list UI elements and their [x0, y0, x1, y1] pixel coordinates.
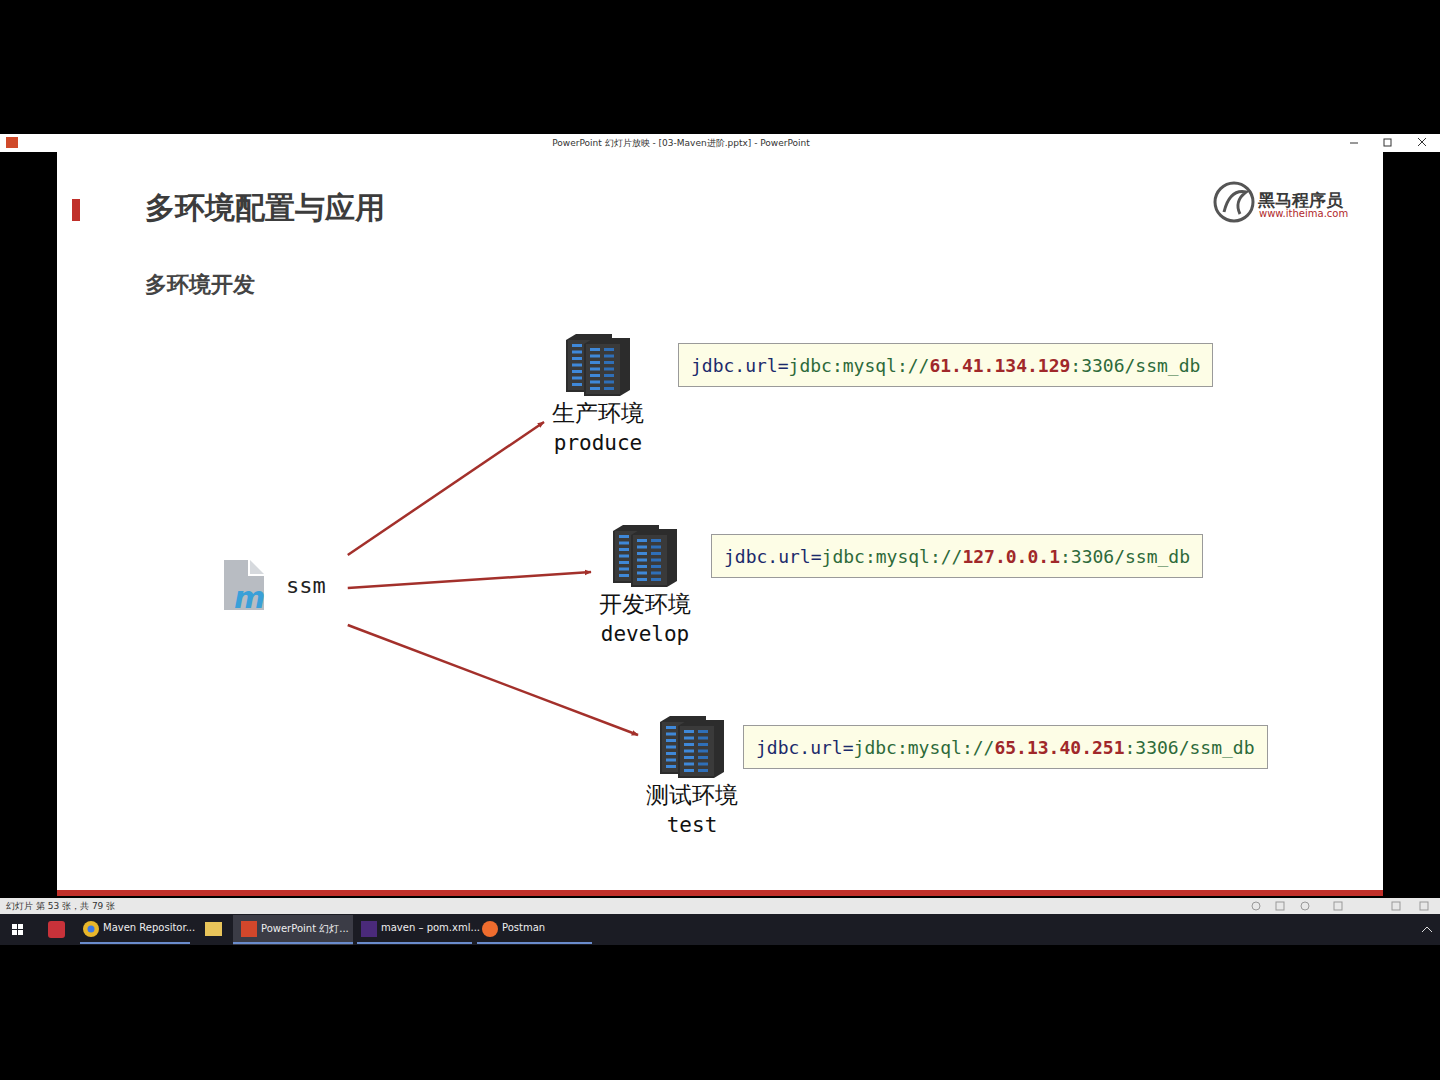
nav-icons — [1252, 902, 1428, 910]
config-box: jdbc.url=jdbc:mysql://61.41.134.129:3306… — [678, 343, 1213, 387]
server-icon — [611, 521, 679, 589]
env-name: 开发环境 — [599, 589, 691, 619]
task-label: Postman — [502, 922, 545, 933]
project-name: ssm — [286, 573, 326, 598]
task-label: Maven Repositor... — [103, 922, 195, 933]
env-name: 测试环境 — [646, 780, 738, 810]
deploy-arrow — [348, 625, 638, 735]
task-label: PowerPoint 幻灯... — [261, 922, 349, 936]
config-text: :3306/ssm_db — [1060, 546, 1190, 567]
logo-url: www.itheima.com — [1259, 208, 1348, 219]
close-glyph — [1418, 138, 1426, 146]
restore-glyph — [1384, 139, 1391, 146]
config-text: jdbc:mysql:// — [822, 546, 963, 567]
window-title: PowerPoint 幻灯片放映 - [03-Maven进阶.pptx] - P… — [552, 137, 810, 150]
env-id: produce — [554, 428, 643, 458]
title-mark — [72, 199, 80, 221]
config-text: 61.41.134.129 — [929, 355, 1070, 376]
server-node: 开发环境develop — [593, 521, 697, 653]
task-label: maven – pom.xml... — [381, 922, 480, 933]
config-text: jdbc:mysql:// — [854, 737, 995, 758]
folder-icon — [205, 922, 222, 936]
deploy-arrow — [348, 572, 591, 588]
config-text: jdbc.url= — [691, 355, 789, 376]
config-text: :3306/ssm_db — [1124, 737, 1254, 758]
powerpoint-icon — [241, 921, 257, 937]
project-node: mssm — [216, 548, 348, 622]
logo-mark — [1215, 183, 1253, 221]
taskbar — [0, 914, 1440, 945]
slide-title: 多环境配置与应用 — [145, 188, 385, 229]
config-text: jdbc.url= — [724, 546, 822, 567]
minimize-glyph — [1350, 143, 1358, 144]
config-text: :3306/ssm_db — [1070, 355, 1200, 376]
maven-icon: m — [220, 556, 270, 614]
chrome-icon — [83, 921, 99, 937]
slide-footer-bar — [57, 890, 1383, 896]
status-bar — [0, 898, 1440, 914]
taskbar-icon — [48, 921, 65, 938]
config-box: jdbc.url=jdbc:mysql://127.0.0.1:3306/ssm… — [711, 534, 1203, 578]
config-text: 65.13.40.251 — [994, 737, 1124, 758]
config-box: jdbc.url=jdbc:mysql://65.13.40.251:3306/… — [743, 725, 1268, 769]
tray-chevron — [1422, 927, 1432, 932]
env-id: test — [667, 810, 718, 840]
title-bar — [0, 134, 1440, 152]
svg-text:m: m — [234, 580, 265, 614]
idea-icon — [361, 921, 377, 937]
config-text: 127.0.0.1 — [962, 546, 1060, 567]
slide-ground — [57, 152, 1383, 890]
config-text: jdbc.url= — [756, 737, 854, 758]
deploy-arrow — [348, 422, 544, 555]
postman-icon — [482, 921, 498, 937]
server-icon — [658, 712, 726, 780]
config-text: jdbc:mysql:// — [789, 355, 930, 376]
start-button — [12, 924, 23, 935]
env-id: develop — [601, 619, 690, 649]
active-task — [233, 915, 353, 945]
app-icon — [6, 137, 18, 148]
server-node: 生产环境produce — [546, 330, 650, 462]
status-text: 幻灯片 第 53 张，共 79 张 — [6, 900, 115, 913]
server-node: 测试环境test — [640, 712, 744, 844]
env-name: 生产环境 — [552, 398, 644, 428]
section-heading: 多环境开发 — [145, 270, 255, 300]
server-icon — [564, 330, 632, 398]
